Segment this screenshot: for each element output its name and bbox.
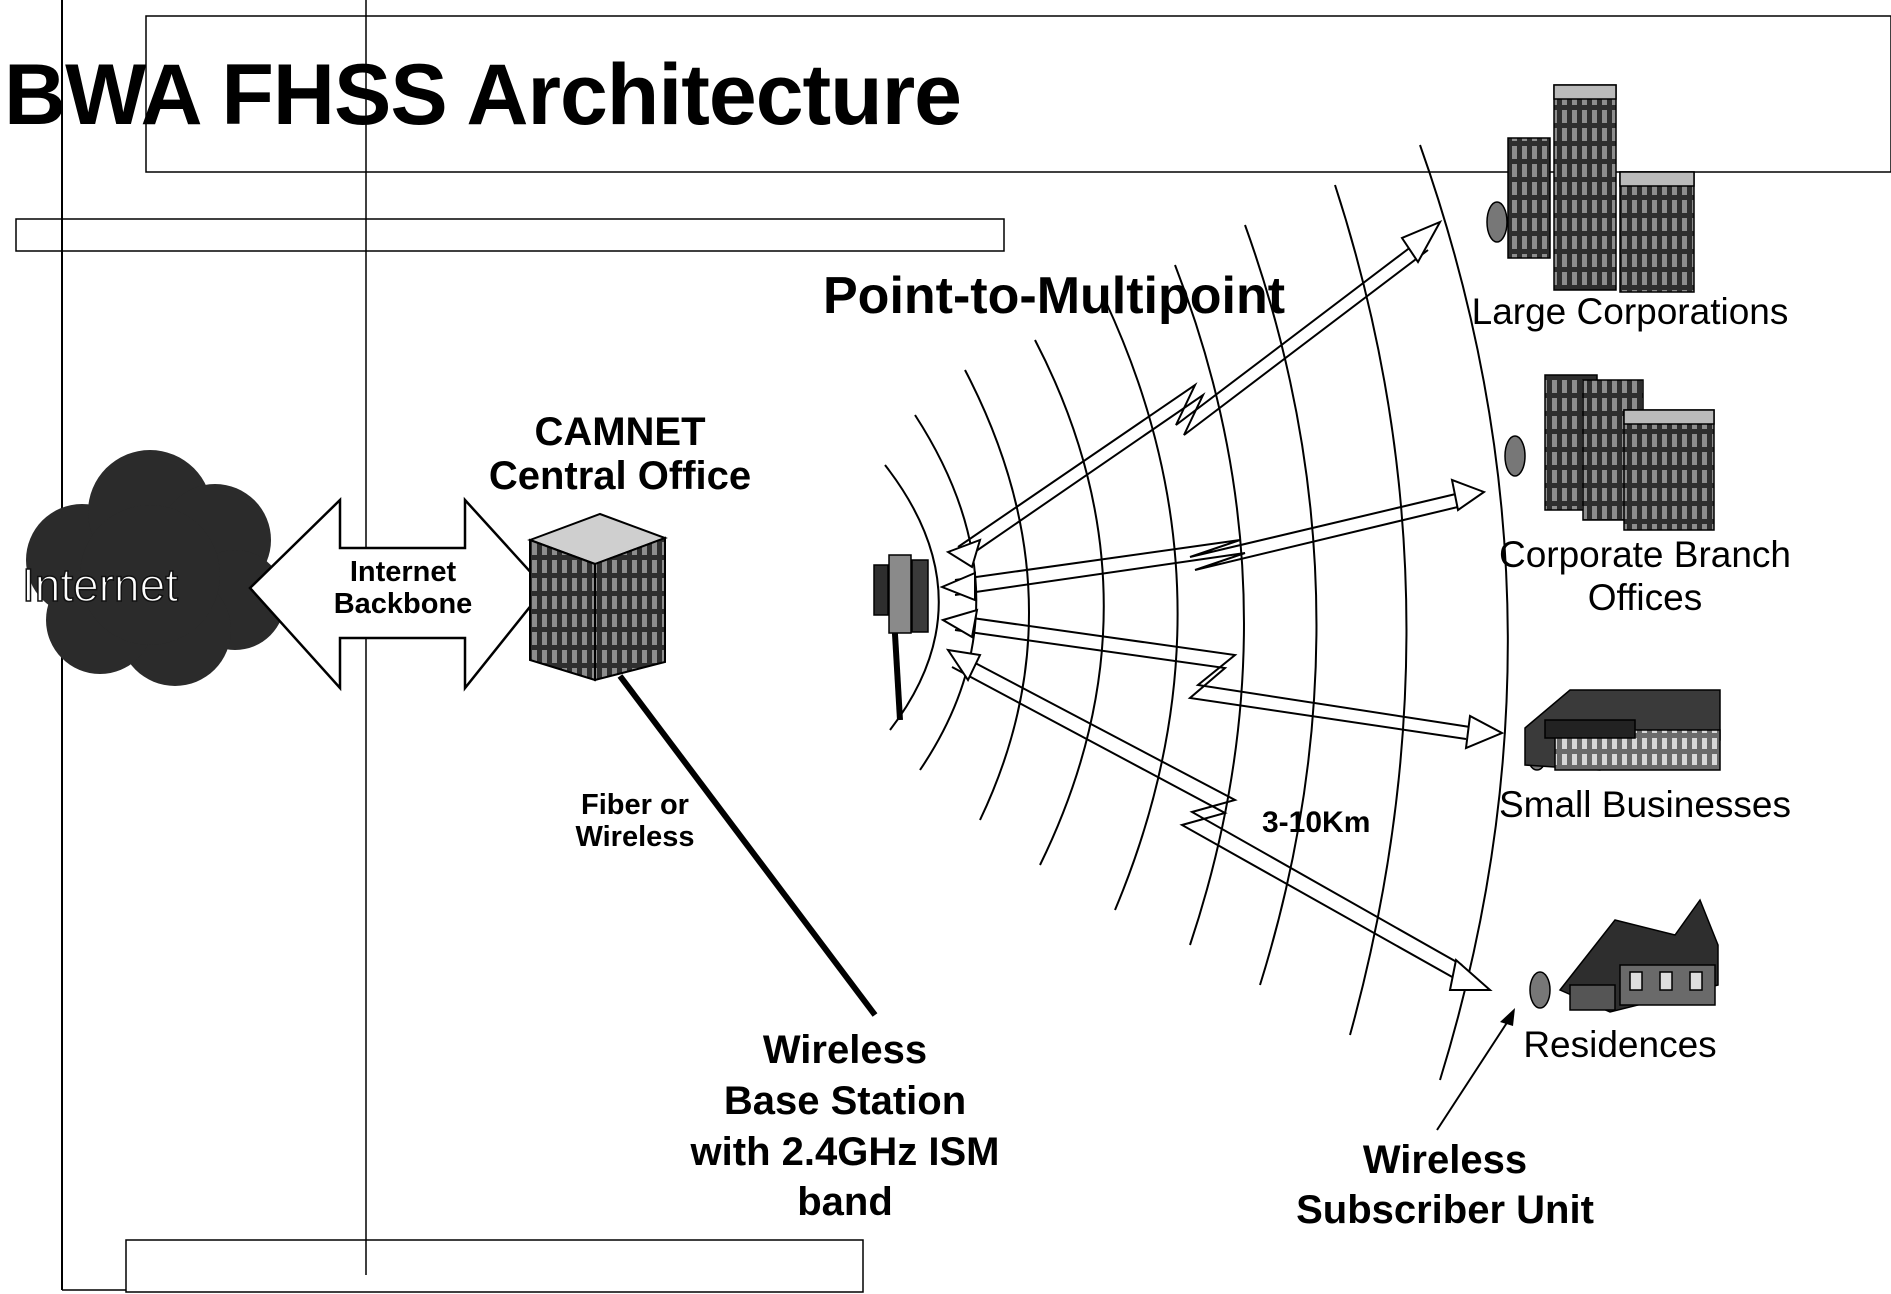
base-station-line4: band: [797, 1180, 893, 1225]
coverage-arcs: [884, 144, 1509, 1081]
branch-offices-line1: Corporate Branch: [1498, 534, 1792, 575]
large-corporations-label: Large Corporations: [1471, 291, 1789, 332]
residences-icon: [1529, 898, 1719, 1013]
subscriber-unit-pointer: [1436, 1008, 1515, 1131]
internet-label: Internet: [21, 559, 179, 611]
wireless-links: [939, 219, 1505, 991]
fiber-or-wireless-link: [617, 674, 878, 1017]
branch-offices-icon: [1504, 374, 1715, 531]
link-residences: [945, 648, 1493, 991]
small-businesses-icon: [1524, 689, 1721, 771]
central-office-line1: CAMNET: [534, 410, 706, 454]
link-small-businesses: [940, 608, 1505, 750]
link-type-line1: Fiber or: [581, 789, 689, 821]
internet-cloud-icon: [26, 450, 285, 686]
residences-label: Residences: [1523, 1024, 1717, 1065]
central-office-label: CAMNET Central Office: [460, 410, 780, 498]
central-office-building-icon: [527, 512, 668, 682]
backbone-label: Internet Backbone: [318, 556, 488, 621]
link-branch-offices: [939, 478, 1487, 602]
subscriber-unit-label: Wireless Subscriber Unit: [1270, 1135, 1620, 1235]
subscriber-unit-line1: Wireless: [1362, 1138, 1528, 1182]
large-corporations-icon: [1486, 84, 1695, 293]
topology-label: Point-to-Multipoint: [823, 267, 1286, 325]
link-type-label: Fiber or Wireless: [560, 789, 710, 854]
backbone-line1: Internet: [349, 556, 457, 588]
central-office-line2: Central Office: [488, 454, 752, 498]
link-large-corporations: [945, 219, 1443, 569]
base-station-line1: Wireless: [762, 1028, 928, 1072]
base-station-label: Wireless Base Station with 2.4GHz ISM ba…: [660, 1025, 1030, 1228]
base-station-line2: Base Station: [723, 1078, 967, 1123]
backbone-line2: Backbone: [333, 587, 473, 620]
subscriber-unit-line2: Subscriber Unit: [1296, 1188, 1594, 1232]
branch-offices-line2: Offices: [1587, 576, 1703, 618]
base-station-antenna-icon: [873, 554, 929, 721]
page-title: BWA FHSS Architecture: [4, 47, 962, 143]
base-station-line3: with 2.4GHz ISM: [690, 1129, 1000, 1174]
distance-label: 3-10Km: [1262, 806, 1371, 839]
branch-offices-label: Corporate Branch Offices: [1480, 534, 1810, 619]
link-type-line2: Wireless: [575, 820, 695, 853]
small-businesses-label: Small Businesses: [1498, 784, 1791, 825]
